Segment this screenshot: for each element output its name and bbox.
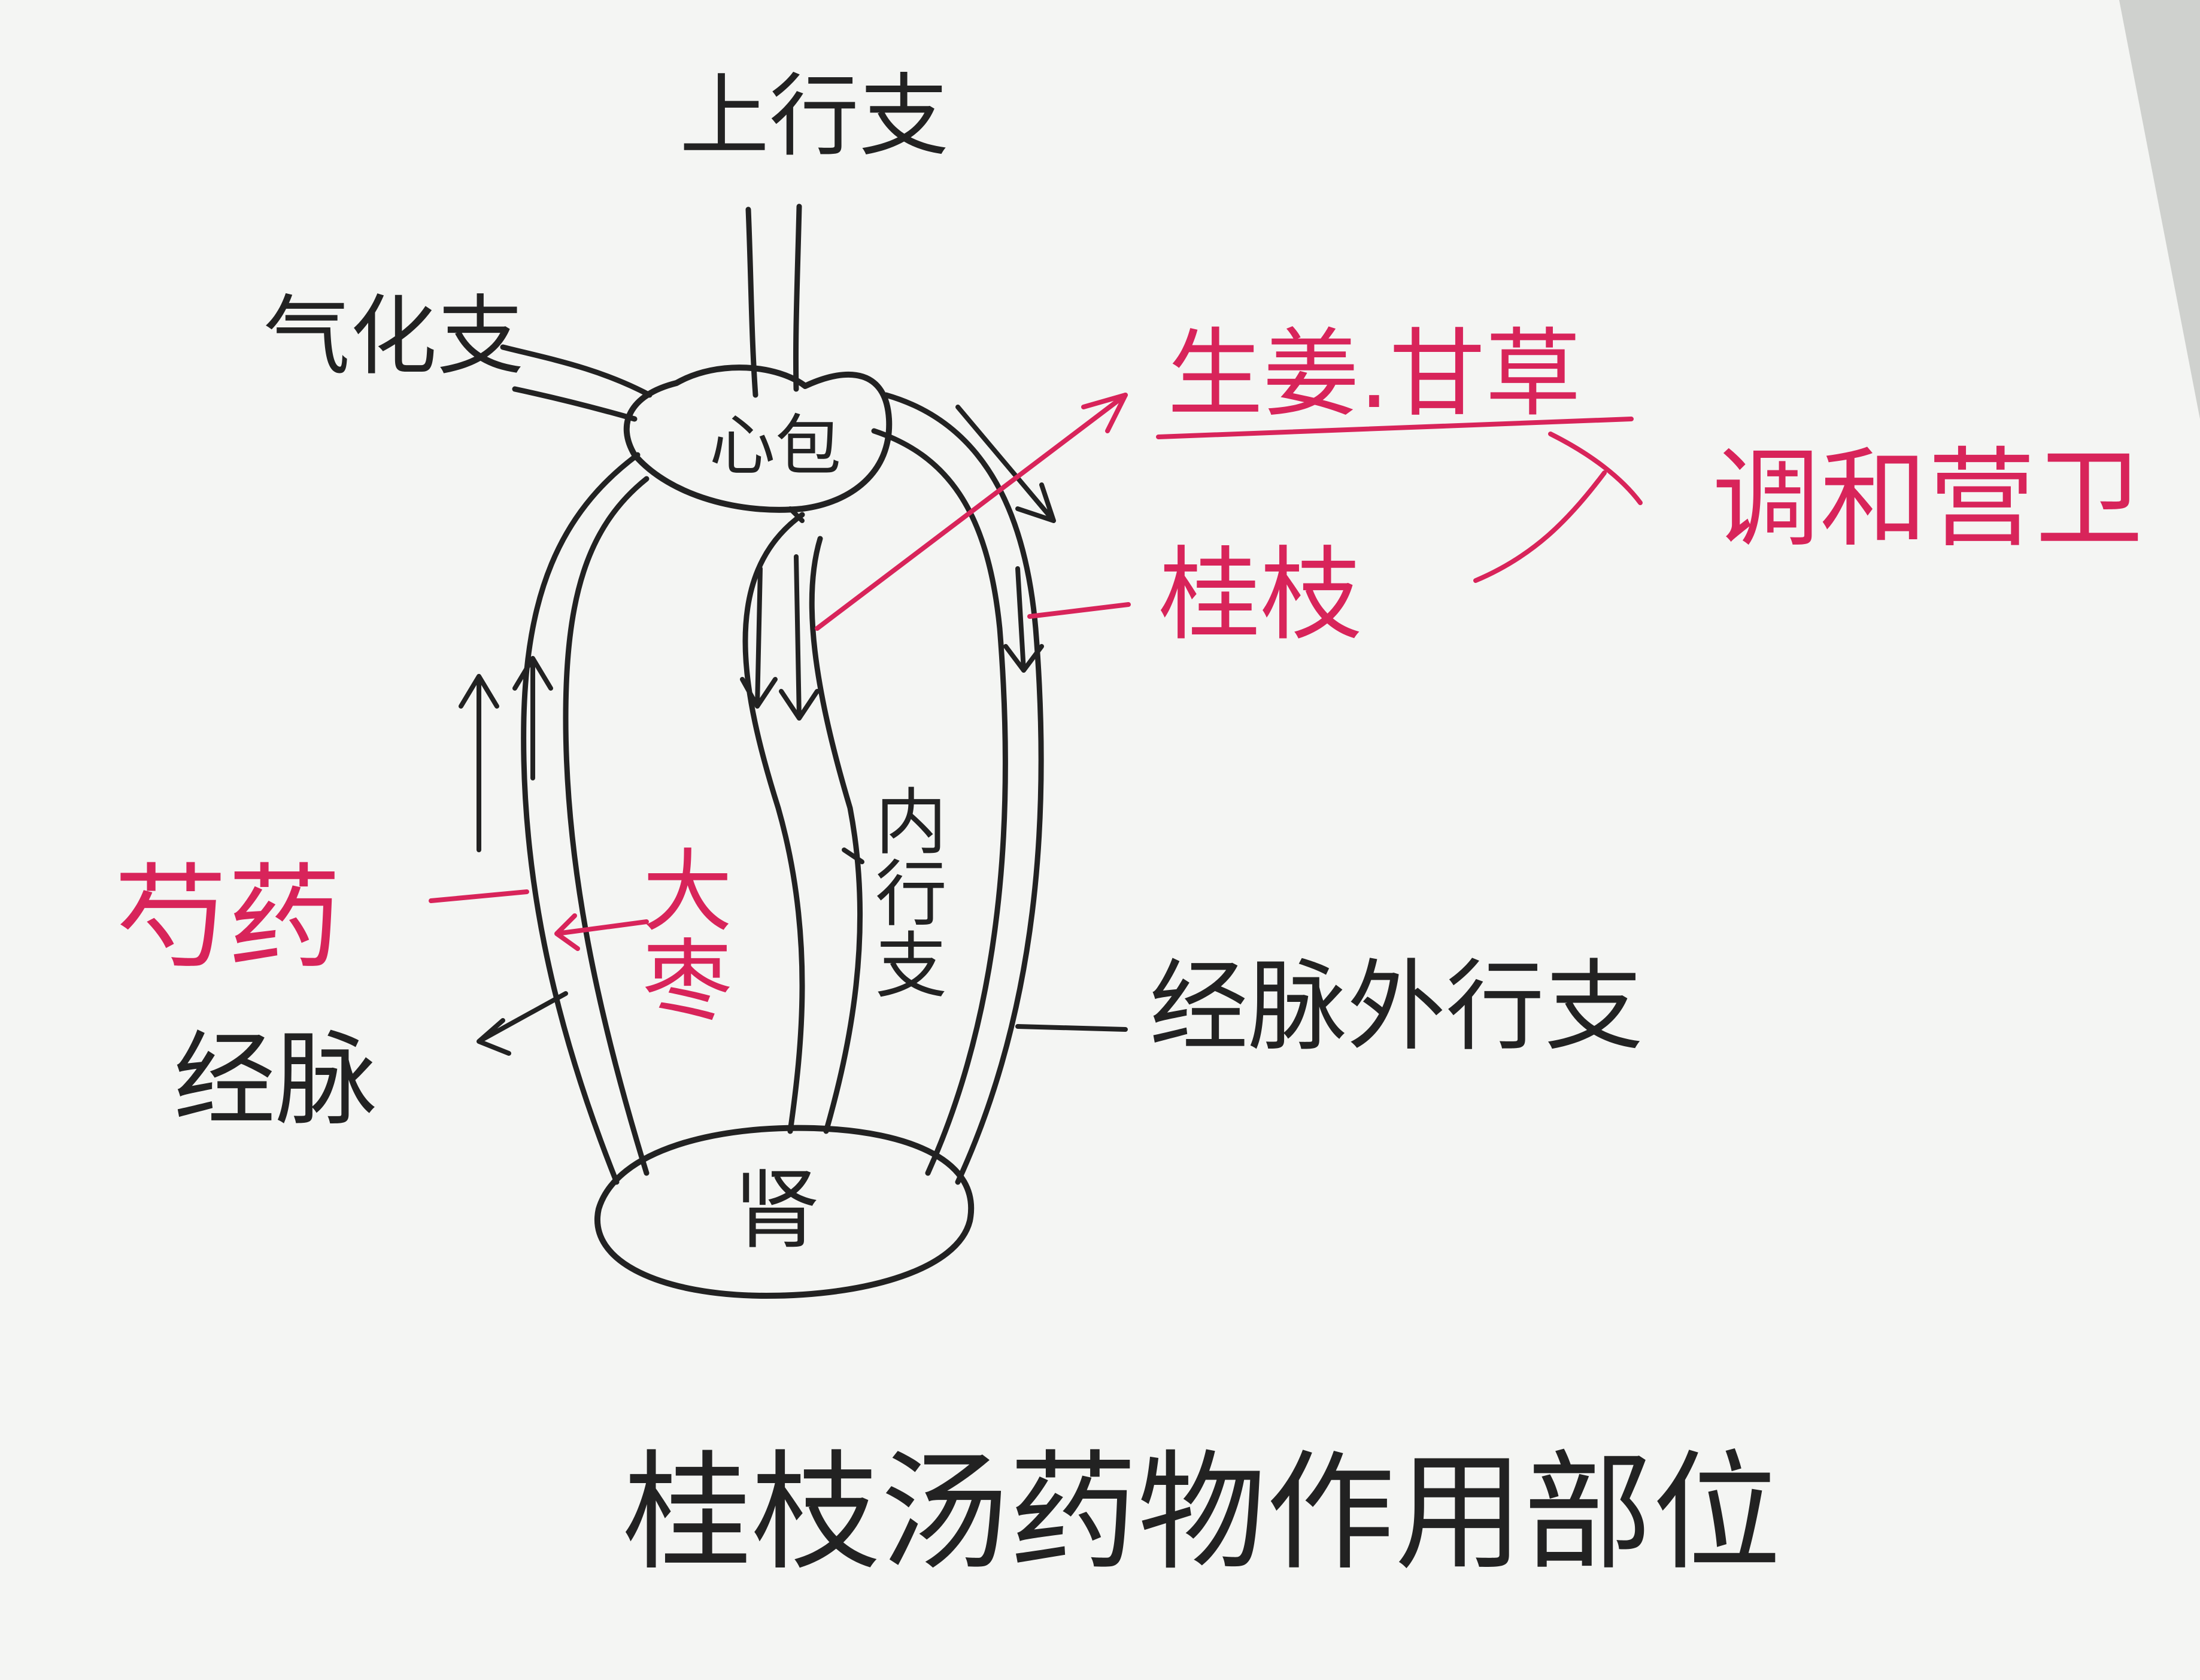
ascending-branch-label: 上行支 [679, 72, 949, 162]
qi-transform-branch-lines [503, 347, 650, 419]
harmonize-label: 调和营卫 [1712, 446, 2143, 554]
qi-transform-branch-label: 气化支 [263, 293, 524, 380]
pericardium-label: 心包 [709, 413, 841, 479]
ginger-licorice-label: 生姜.甘草 [1167, 326, 1581, 422]
meridian-label: 经脉 [174, 1029, 377, 1131]
left-outer-meridian [524, 455, 647, 1182]
kidney-label: 肾 [733, 1167, 820, 1254]
diagram-title: 桂枝汤药物作用部位 [623, 1448, 1781, 1577]
internal-branch-label: 内行支 [868, 784, 940, 1000]
jujube-label: 大枣 [635, 844, 724, 1023]
peony-label: 芍药 [114, 862, 341, 976]
external-branch-label: 经脉外行支 [1149, 958, 1643, 1056]
cinnamon-label: 桂枝 [1158, 545, 1362, 646]
